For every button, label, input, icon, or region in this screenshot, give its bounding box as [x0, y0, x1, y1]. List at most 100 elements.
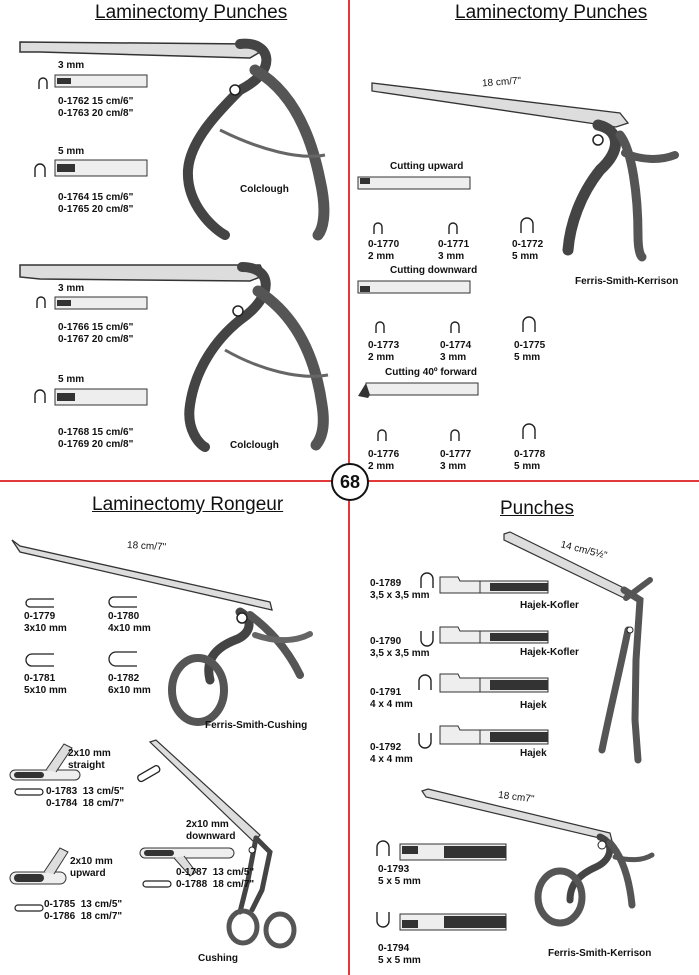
q1-codes-3: 0-1766 15 cm/6" 0-1767 20 cm/8": [58, 322, 134, 345]
q3-tip-icon-1779: [25, 598, 54, 608]
q1-profile-icon-3: [36, 296, 46, 308]
q4-profile-icon-1794: [376, 912, 390, 928]
q3-tip-icon-1780: [108, 596, 137, 608]
q1-codes-4: 0-1768 15 cm/6" 0-1769 20 cm/8": [58, 427, 134, 450]
q1-tip-2: [54, 159, 148, 177]
q1-tip-4: [54, 388, 148, 406]
q1-profile-icon-1: [38, 77, 48, 89]
q2-profile-icon-1771: [448, 222, 458, 234]
q2-code-1771: 0-1771 3 mm: [438, 239, 470, 262]
q4-profile-icon-1791: [418, 674, 432, 690]
q4-tip-1793: [399, 843, 507, 861]
q2-title: Laminectomy Punches: [455, 2, 648, 23]
q2-section-3: Cutting 40º forward: [385, 367, 477, 378]
q3-downward-label: 2x10 mm downward: [186, 819, 236, 842]
ferris-smith-kerrison-illustration: [371, 82, 679, 262]
q3-model-b: Cushing: [198, 953, 238, 964]
q4-code-1790: 0-1790 3,5 x 3,5 mm: [370, 636, 430, 659]
q1-profile-icon-2: [34, 163, 46, 177]
q4-code-1792: 0-1792 4 x 4 mm: [370, 742, 413, 765]
q2-code-1776: 0-1776 2 mm: [368, 449, 400, 472]
q2-profile-icon-1774: [450, 321, 460, 333]
q4-code-1794: 0-1794 5 x 5 mm: [378, 943, 421, 966]
q3-downward-codes: 0-1787 13 cm/5" 0-1788 18 cm/7": [176, 867, 255, 890]
q4-model-1791: Hajek: [520, 700, 547, 711]
q1-title: Laminectomy Punches: [95, 2, 288, 23]
q3-upward-label: 2x10 mm upward: [70, 856, 113, 879]
q3-tip-upward: [9, 847, 69, 885]
q3-profile-icon-straight: [14, 788, 44, 796]
q1-size-2: 5 mm: [58, 146, 85, 157]
q4-model-1792: Hajek: [520, 748, 547, 759]
q3-profile-icon-downward: [142, 880, 172, 888]
q2-tip-downward: [357, 280, 471, 294]
q2-code-1770: 0-1770 2 mm: [368, 239, 400, 262]
q1-model-b: Colclough: [230, 440, 279, 451]
colclough-punch-illustration-2: [19, 262, 329, 452]
q1-size-4: 5 mm: [58, 374, 85, 385]
colclough-punch-illustration-1: [19, 38, 330, 241]
q3-profile-icon-rod: [137, 764, 161, 783]
q3-tip-icon-1782: [108, 651, 137, 667]
q2-code-1778: 0-1778 5 mm: [514, 449, 546, 472]
ferris-smith-kerrison-illustration-2: [421, 788, 655, 927]
q2-code-1772: 0-1772 5 mm: [512, 239, 544, 262]
q2-profile-icon-1775: [522, 316, 536, 332]
q2-code-1777: 0-1777 3 mm: [440, 449, 472, 472]
q4-model-b: Ferris-Smith-Kerrison: [548, 948, 652, 959]
q3-straight-label: 2x10 mm straight: [68, 748, 111, 771]
q1-size-3: 3 mm: [58, 283, 85, 294]
page-number: 68: [331, 463, 369, 501]
q1-model-a: Colclough: [240, 184, 289, 195]
q4-tip-1790: [439, 626, 549, 644]
q2-section-2: Cutting downward: [390, 265, 478, 276]
q1-codes-1: 0-1762 15 cm/6" 0-1763 20 cm/8": [58, 96, 134, 119]
q3-profile-icon-upward: [14, 904, 44, 912]
q4-profile-icon-1792: [418, 733, 432, 749]
q4-tip-1792: [439, 725, 549, 745]
q3-model-a: Ferris-Smith-Cushing: [205, 720, 308, 731]
q2-profile-icon-1770: [373, 222, 383, 234]
q3-title: Laminectomy Rongeur: [92, 494, 284, 515]
q4-code-1789: 0-1789 3,5 x 3,5 mm: [370, 578, 430, 601]
q3-code-1782: 0-1782 6x10 mm: [108, 673, 151, 696]
q2-profile-icon-1776: [377, 429, 387, 441]
q4-profile-icon-1790: [420, 631, 434, 647]
q2-section-1: Cutting upward: [390, 161, 464, 172]
q3-code-1781: 0-1781 5x10 mm: [24, 673, 67, 696]
q1-size-1: 3 mm: [58, 60, 85, 71]
q2-profile-icon-1773: [375, 321, 385, 333]
q2-profile-icon-1778: [522, 423, 536, 439]
q4-code-1791: 0-1791 4 x 4 mm: [370, 687, 413, 710]
q1-codes-2: 0-1764 15 cm/6" 0-1765 20 cm/8": [58, 192, 134, 215]
q2-profile-icon-1772: [520, 217, 534, 233]
q4-title: Punches: [500, 498, 574, 519]
ferris-smith-cushing-illustration: [11, 539, 313, 726]
q2-code-1773: 0-1773 2 mm: [368, 340, 400, 363]
q2-tip-forward: [358, 382, 479, 398]
q3-tip-downward: [139, 847, 235, 877]
q4-code-1793: 0-1793 5 x 5 mm: [378, 864, 421, 887]
q2-code-1775: 0-1775 5 mm: [514, 340, 546, 363]
q1-tip-3: [54, 296, 148, 310]
q2-code-1774: 0-1774 3 mm: [440, 340, 472, 363]
q4-tip-1791: [439, 673, 549, 693]
q2-tip-upward: [357, 176, 471, 190]
cushing-illustration: [148, 739, 297, 949]
hajek-kofler-illustration: [503, 531, 653, 764]
q1-profile-icon-4: [34, 389, 46, 403]
q3-tip-icon-1781: [25, 653, 54, 667]
q4-tip-1789: [439, 576, 549, 594]
q3-tip-straight: [9, 743, 81, 781]
q1-tip-1: [54, 74, 148, 88]
q4-profile-icon-1789: [420, 572, 434, 588]
q4-tip-1794: [399, 913, 507, 931]
q3-code-1779: 0-1779 3x10 mm: [24, 611, 67, 634]
q4-profile-icon-1793: [376, 840, 390, 856]
q3-code-1780: 0-1780 4x10 mm: [108, 611, 151, 634]
q2-model: Ferris-Smith-Kerrison: [575, 276, 679, 287]
q4-model-1789: Hajek-Kofler: [520, 600, 579, 611]
q4-model-1790: Hajek-Kofler: [520, 647, 579, 658]
q2-profile-icon-1777: [450, 429, 460, 441]
q3-straight-codes: 0-1783 13 cm/5" 0-1784 18 cm/7": [46, 786, 125, 809]
